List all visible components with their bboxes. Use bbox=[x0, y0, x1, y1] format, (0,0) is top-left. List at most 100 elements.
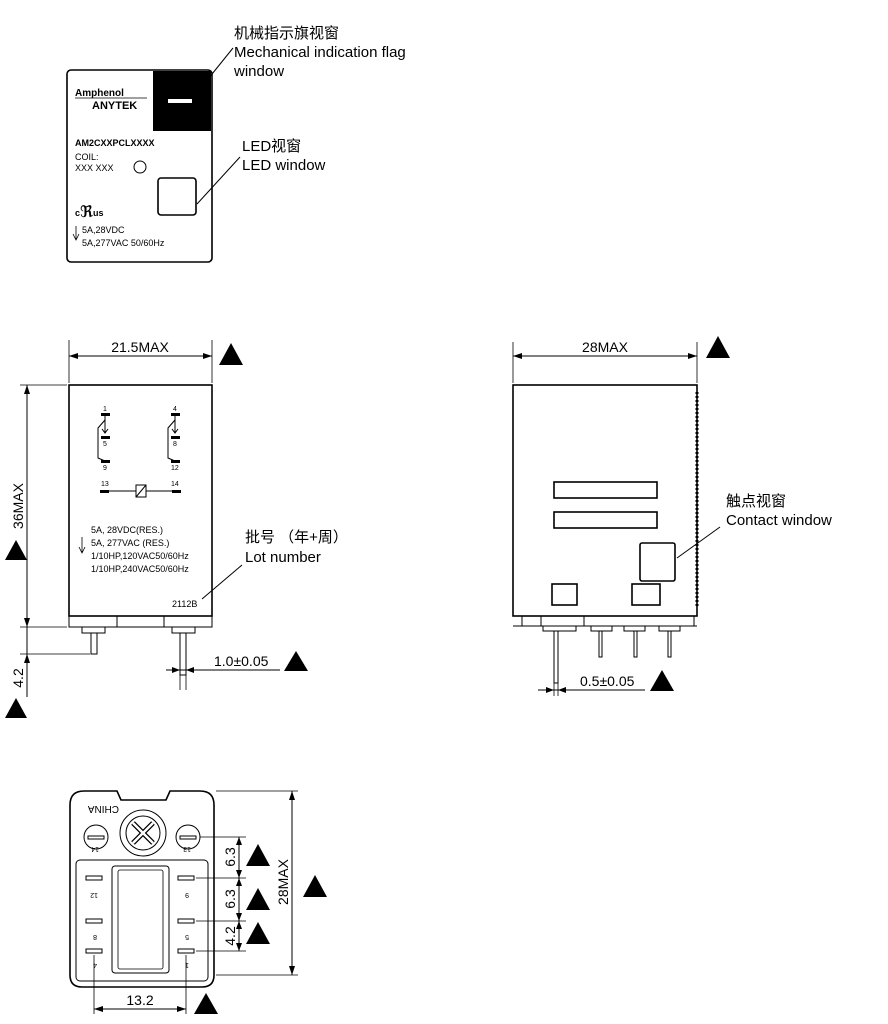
pin-length-dim: 4.2 bbox=[10, 668, 26, 688]
adjust-screw-icon bbox=[125, 815, 161, 851]
bottom-center-block bbox=[111, 865, 170, 974]
contact-schematic-1 bbox=[97, 413, 110, 463]
side-pin-4 bbox=[667, 630, 672, 658]
side-pin-width-dim: 0.5±0.05 bbox=[580, 673, 635, 689]
led-indicator-circle bbox=[133, 160, 147, 174]
front-base-right bbox=[163, 615, 213, 628]
cert-c: c bbox=[75, 208, 80, 218]
coil-label: COIL: bbox=[75, 152, 99, 162]
flag-label-en-2: window bbox=[233, 63, 284, 80]
bottom-view: CHINA 14 13 12 8 4 9 5 1 bbox=[69, 790, 327, 1014]
bottom-depth-dim: 28MAX bbox=[275, 858, 291, 905]
pin-1 bbox=[177, 948, 195, 954]
label-outline bbox=[66, 69, 213, 263]
terminal-9: 9 bbox=[103, 465, 107, 472]
critical-dim-triangle-icon bbox=[303, 875, 327, 897]
coil-pin-14 bbox=[83, 824, 109, 850]
contact-schematic-2 bbox=[167, 413, 180, 463]
critical-dim-triangle-icon bbox=[650, 670, 674, 691]
top-label-view: Amphenol ANYTEK AM2CXXPCLXXXX COIL: XXX … bbox=[66, 69, 213, 263]
critical-dim-triangle-icon bbox=[246, 922, 270, 944]
led-label-en: LED window bbox=[242, 157, 326, 174]
origin-mark: CHINA bbox=[88, 803, 119, 814]
pin-5 bbox=[177, 918, 195, 924]
front-pin-shoulder-right bbox=[171, 626, 196, 634]
contact-window bbox=[639, 542, 676, 582]
flag-label-en-1: Mechanical indication flag bbox=[234, 44, 406, 61]
side-slot-lower bbox=[553, 511, 658, 529]
critical-dim-triangle-icon bbox=[706, 336, 730, 358]
svg-text:12: 12 bbox=[90, 891, 98, 898]
pin-4 bbox=[85, 948, 103, 954]
side-slot-upper bbox=[553, 481, 658, 499]
front-rating-3: 1/10HP,120VAC50/60Hz bbox=[91, 551, 189, 561]
bottom-inner-frame bbox=[75, 859, 209, 982]
flag-label-cn: 机械指示旗视窗 bbox=[234, 24, 339, 42]
front-body bbox=[68, 384, 213, 617]
side-feature-right bbox=[631, 583, 661, 606]
critical-dim-triangle-icon bbox=[5, 698, 27, 718]
contact-label-cn: 触点视窗 bbox=[726, 492, 786, 510]
lot-code: 2112B bbox=[172, 599, 197, 609]
side-feature-left bbox=[551, 583, 578, 606]
front-rating-1: 5A, 28VDC(RES.) bbox=[91, 525, 163, 535]
terminal-4: 4 bbox=[173, 406, 177, 413]
terminal-12: 12 bbox=[171, 465, 179, 472]
label-rating-2: 5A,277VAC 50/60Hz bbox=[82, 238, 165, 248]
coil-icon bbox=[135, 484, 147, 498]
top-callouts: 机械指示旗视窗 Mechanical indication flag windo… bbox=[196, 24, 406, 205]
contact-label-en: Contact window bbox=[726, 512, 832, 529]
front-width-dim: 21.5MAX bbox=[111, 339, 169, 355]
brand-anytek: ANYTEK bbox=[92, 100, 137, 112]
lot-leader-line bbox=[201, 564, 243, 600]
pin-9 bbox=[177, 875, 195, 881]
pin-8 bbox=[85, 918, 103, 924]
front-height-dim: 36MAX bbox=[10, 482, 26, 529]
terminal-14: 14 bbox=[171, 481, 179, 488]
coil-value: XXX XXX bbox=[75, 163, 114, 173]
critical-dim-triangle-icon bbox=[5, 540, 27, 560]
front-base-left bbox=[68, 615, 118, 628]
pin-pitch-dim-3: 4.2 bbox=[222, 926, 238, 946]
pin-pitch-dim-2: 6.3 bbox=[222, 889, 238, 909]
side-pin-1 bbox=[553, 630, 559, 684]
svg-text:4: 4 bbox=[93, 961, 97, 968]
svg-text:13: 13 bbox=[183, 845, 191, 852]
side-pin-2 bbox=[598, 630, 603, 658]
label-rating-1: 5A,28VDC bbox=[82, 225, 125, 235]
front-pin-right bbox=[179, 632, 187, 676]
terminal-1: 1 bbox=[103, 406, 107, 413]
side-view: 28MAX 0.5±0.05 触点视窗 Contact window bbox=[512, 336, 832, 696]
svg-text:8: 8 bbox=[93, 933, 97, 940]
critical-dim-triangle-icon bbox=[284, 651, 308, 671]
terminal-8: 8 bbox=[173, 441, 177, 448]
brand-amphenol: Amphenol bbox=[75, 88, 124, 99]
pin-pitch-dim-1: 6.3 bbox=[222, 847, 238, 867]
front-view: 1 5 9 4 8 12 13 14 5A, 28VDC(RES.) 5A, 2… bbox=[5, 339, 348, 718]
front-rating-4: 1/10HP,240VAC50/60Hz bbox=[91, 564, 189, 574]
pin-12 bbox=[85, 875, 103, 881]
terminal-13: 13 bbox=[101, 481, 109, 488]
critical-dim-triangle-icon bbox=[194, 993, 218, 1014]
side-depth-dim: 28MAX bbox=[582, 339, 629, 355]
critical-dim-triangle-icon bbox=[246, 888, 270, 910]
led-label-cn: LED视窗 bbox=[242, 137, 301, 155]
flag-leader-line bbox=[203, 47, 234, 85]
coil-schematic bbox=[100, 484, 181, 498]
contact-leader-line bbox=[676, 526, 721, 559]
svg-text:5: 5 bbox=[185, 933, 189, 940]
contact-symbol-icon bbox=[72, 226, 80, 241]
terminal-5: 5 bbox=[103, 441, 107, 448]
cert-us: us bbox=[93, 208, 104, 218]
lot-label-en: Lot number bbox=[245, 549, 321, 566]
led-window bbox=[157, 177, 197, 216]
side-pin-3 bbox=[633, 630, 638, 658]
front-rating-2: 5A, 277VAC (RES.) bbox=[91, 538, 169, 548]
front-pin-width-dim: 1.0±0.05 bbox=[214, 653, 269, 669]
critical-dim-triangle-icon bbox=[219, 343, 243, 365]
row-spacing-dim: 13.2 bbox=[126, 992, 153, 1008]
flag-indicator bbox=[168, 99, 192, 103]
svg-text:14: 14 bbox=[91, 845, 99, 852]
ul-recognized-icon: ℜ bbox=[80, 204, 93, 221]
